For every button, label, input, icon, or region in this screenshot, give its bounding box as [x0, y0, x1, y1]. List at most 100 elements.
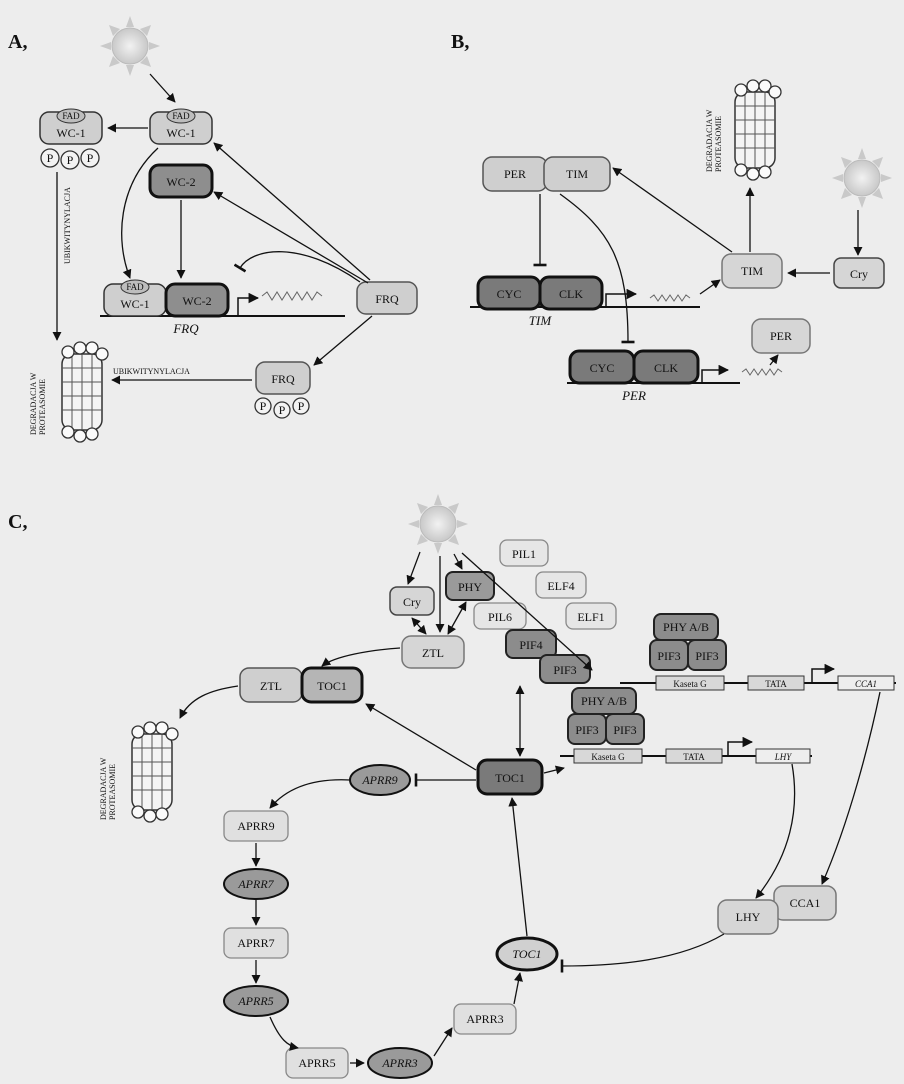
frq-protein: FRQ	[357, 282, 417, 314]
tim-protein: TIM	[722, 254, 782, 288]
aprr9-protein: APRR9	[224, 811, 288, 841]
clk-label: CLK	[559, 287, 583, 301]
toc1-label: TOC1	[495, 771, 525, 785]
per-protein: PER	[752, 319, 810, 353]
arrow	[514, 973, 520, 1004]
wc1-label: WC-1	[166, 126, 195, 140]
arrow	[544, 768, 564, 773]
pif3-protein: PIF3	[540, 655, 590, 683]
frq-phosphorylated: FRQ P P P	[255, 362, 310, 418]
tim-gene-label: TIM	[529, 313, 553, 328]
elf4-label: ELF4	[547, 579, 574, 593]
pif4-label: PIF4	[519, 638, 542, 652]
arrow	[822, 692, 880, 884]
promoter-arrow	[702, 370, 728, 383]
aprr7-label: APRR7	[237, 936, 274, 950]
wc1-label: WC-1	[56, 126, 85, 140]
tata-label: TATA	[765, 679, 787, 689]
phy-label: PHY	[458, 580, 482, 594]
ztl-label: ZTL	[260, 679, 282, 693]
arrow	[366, 704, 476, 770]
ztl-label: ZTL	[422, 646, 444, 660]
cyc-clk-complex-per: CYC CLK	[570, 351, 698, 383]
aprr3-gene: APRR3	[368, 1048, 432, 1078]
mrna-squiggle	[650, 295, 690, 301]
wc2-protein: WC-2	[150, 165, 212, 197]
pil6-protein: PIL6	[474, 603, 526, 629]
arrow	[314, 316, 372, 365]
arrow	[150, 74, 175, 102]
proteasome-c-icon	[132, 722, 178, 822]
elf1-label: ELF1	[577, 610, 604, 624]
inhibition-line	[560, 194, 628, 342]
tim-label: TIM	[741, 264, 763, 278]
aprr9-gene-label: APRR9	[361, 773, 397, 787]
aprr9-gene: APRR9	[350, 765, 410, 795]
toc1-protein: TOC1	[478, 760, 542, 794]
cry-protein-c: Cry	[390, 587, 434, 615]
mrna-squiggle	[262, 292, 322, 300]
cca1-gene-box: CCA1	[838, 676, 894, 690]
degradation-label-c: DEGRADACJA W PROTEASOMIE	[99, 756, 117, 820]
elf4-protein: ELF4	[536, 572, 586, 598]
panel-a-label: A,	[8, 31, 27, 53]
arrow	[512, 798, 527, 936]
aprr7-gene-label: APRR7	[237, 877, 274, 891]
lhy-gene-label: LHY	[774, 752, 793, 762]
ubiquitination-horizontal-label: UBIKWITYNYLACJA	[113, 367, 190, 376]
pif3-label: PIF3	[657, 649, 680, 663]
wcc-complex: FAD WC-1 WC-2	[104, 280, 228, 316]
cyc-label: CYC	[590, 361, 615, 375]
promoter-arrow	[606, 294, 636, 307]
arrow	[408, 552, 420, 584]
panel-b-label: B,	[451, 31, 469, 53]
pil1-protein: PIL1	[500, 540, 548, 566]
pif3-label: PIF3	[553, 663, 576, 677]
wc2-label: WC-2	[182, 294, 211, 308]
phospho-label: P	[298, 399, 305, 413]
per-label: PER	[504, 167, 526, 181]
pif3-label: PIF3	[613, 723, 636, 737]
per-label: PER	[770, 329, 792, 343]
cry-protein-b: Cry	[834, 258, 884, 288]
light-sun-icon	[100, 16, 160, 76]
aprr5-gene-label: APRR5	[237, 994, 273, 1008]
light-sun-icon	[832, 148, 892, 208]
degradation-label-a: DEGRADACJA W PROTEASOMIE	[29, 371, 47, 435]
aprr7-gene: APRR7	[224, 869, 288, 899]
aprr5-label: APRR5	[298, 1056, 335, 1070]
pif3-label: PIF3	[695, 649, 718, 663]
wc2-label: WC-2	[166, 175, 195, 189]
arrow	[613, 168, 732, 252]
phy-protein: PHY	[446, 572, 494, 600]
fad-label: FAD	[126, 282, 144, 292]
phospho-label: P	[47, 151, 54, 165]
aprr9-label: APRR9	[237, 819, 274, 833]
proteasome-b-icon	[735, 80, 781, 180]
aprr5-gene: APRR5	[224, 986, 288, 1016]
tata-box-1: TATA	[748, 676, 804, 690]
kaseta-g-2: Kaseta G	[574, 749, 642, 763]
frq-label: FRQ	[271, 372, 295, 386]
tata-label: TATA	[683, 752, 705, 762]
cyc-clk-complex-tim: CYC CLK	[478, 277, 602, 309]
wc1-protein-top: FAD WC-1	[150, 109, 212, 144]
cry-label: Cry	[403, 595, 421, 609]
pif4-protein: PIF4	[506, 630, 556, 658]
light-sun-icon	[408, 494, 468, 554]
toc1-gene-label: TOC1	[512, 947, 541, 961]
tim-label: TIM	[566, 167, 588, 181]
aprr3-gene-label: APRR3	[381, 1056, 417, 1070]
arrow	[322, 648, 400, 666]
aprr7-protein: APRR7	[224, 928, 288, 958]
arrow	[412, 618, 426, 634]
pil6-label: PIL6	[488, 610, 512, 624]
arrow	[700, 280, 720, 294]
degradation-label-b: DEGRADACJA W PROTEASOMIE	[705, 108, 723, 172]
pif3-label: PIF3	[575, 723, 598, 737]
phospho-label: P	[67, 153, 74, 167]
pil1-label: PIL1	[512, 547, 536, 561]
arrow	[270, 780, 350, 808]
cca1-protein: CCA1	[774, 886, 836, 920]
